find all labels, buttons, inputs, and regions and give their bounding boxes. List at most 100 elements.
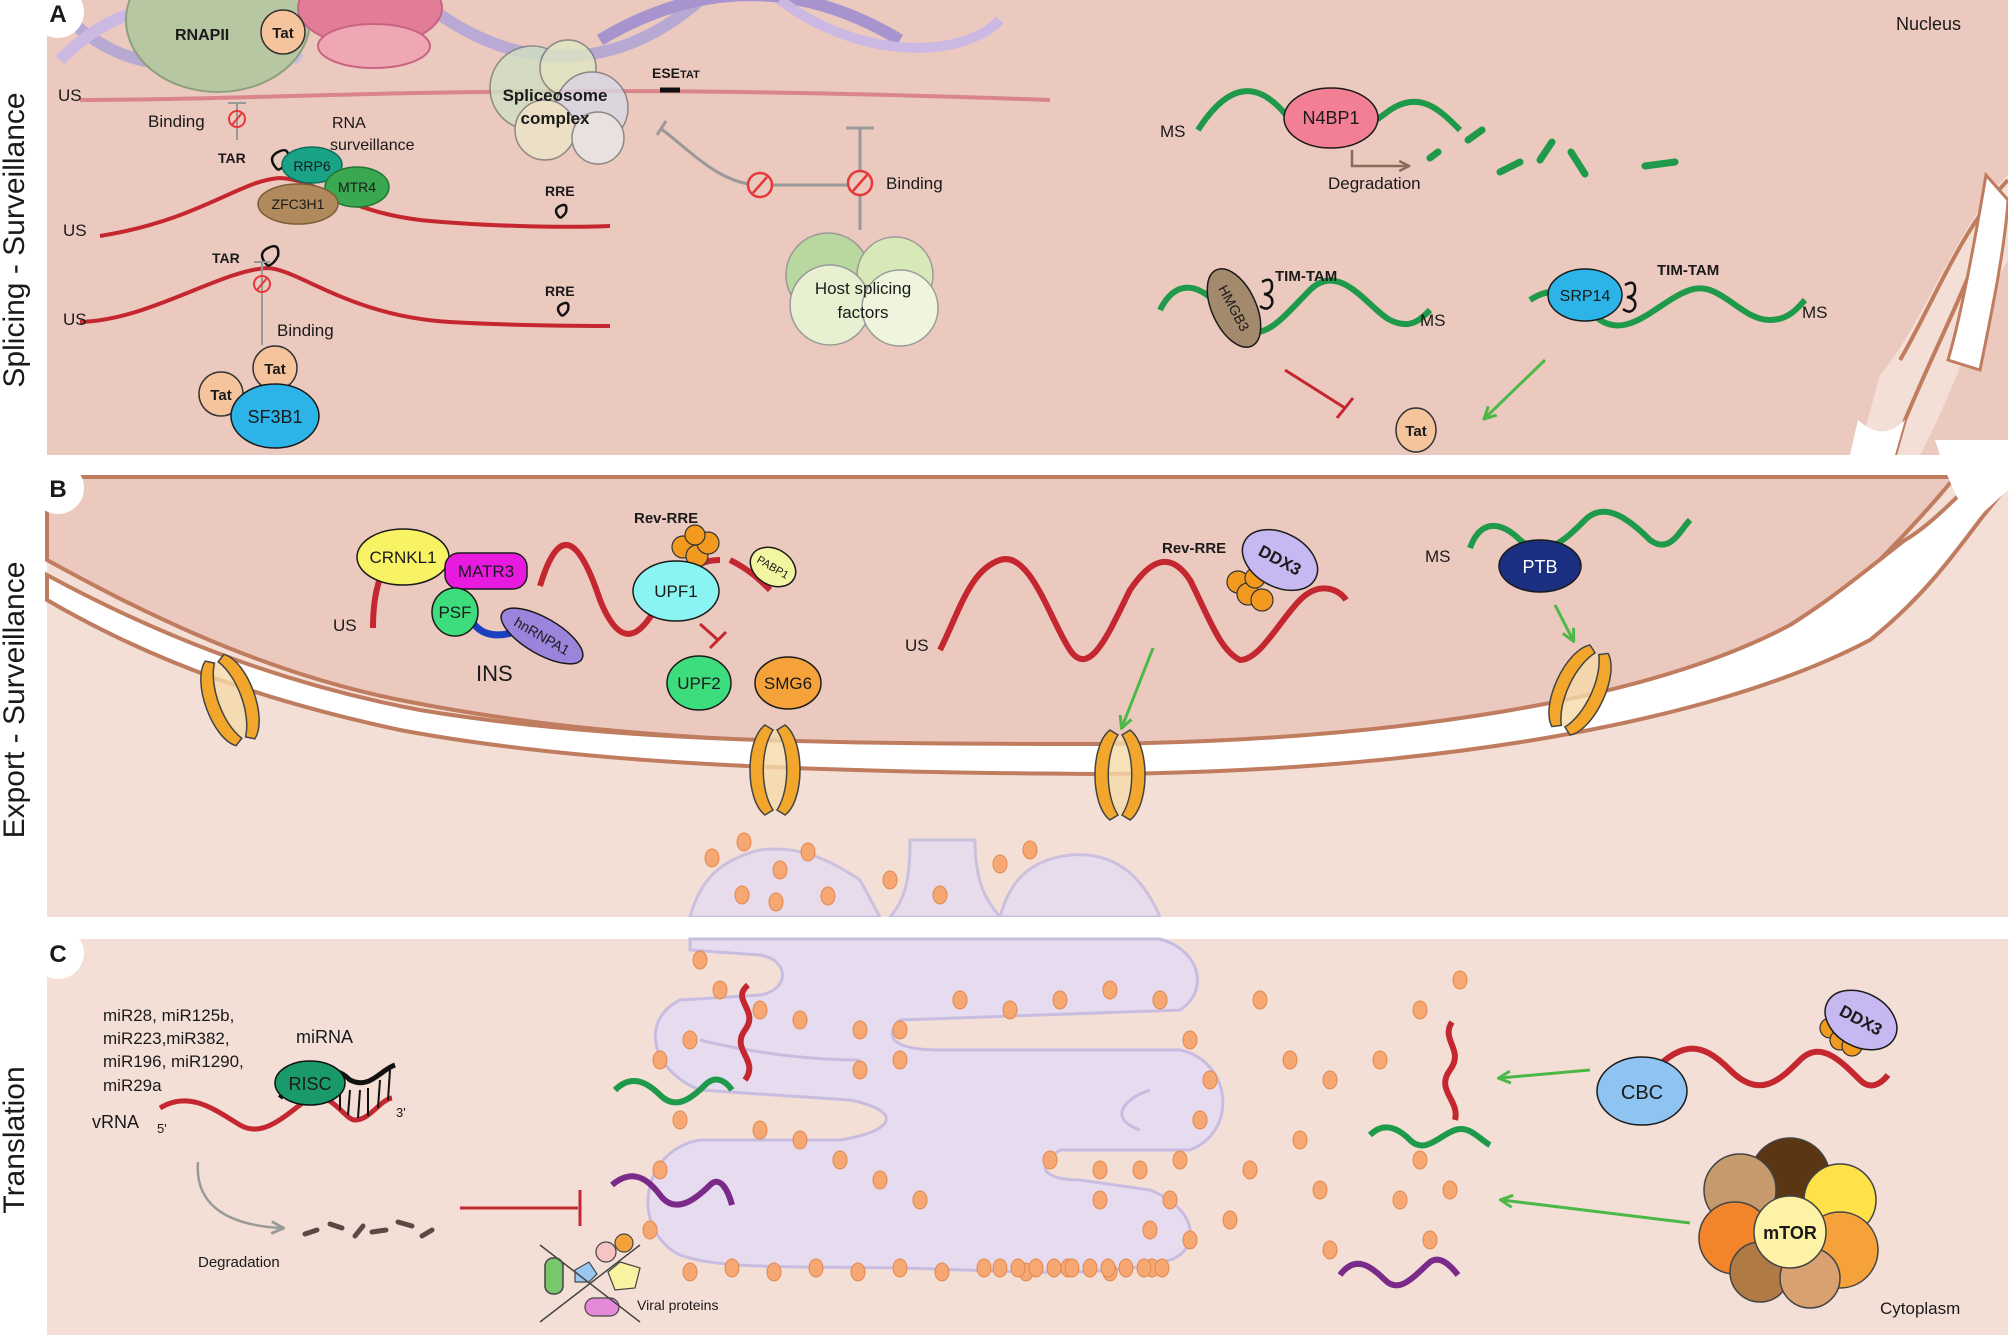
ribosome <box>1412 1150 1428 1170</box>
ribosome <box>1042 1150 1058 1170</box>
ribosome <box>1046 1258 1062 1278</box>
ribosome <box>892 1258 908 1278</box>
mir-list-4: miR29a <box>103 1076 162 1095</box>
five-prime-label: 5' <box>157 1121 167 1136</box>
degraded-rna-fragments <box>1426 126 1679 178</box>
ribosome <box>872 1170 888 1190</box>
ribosome <box>712 980 728 1000</box>
crnkl1-label: CRNKL1 <box>369 548 436 567</box>
degradation-label-a: Degradation <box>1328 174 1421 193</box>
ms-label-a3: MS <box>1802 303 1828 322</box>
ribosome <box>1322 1070 1338 1090</box>
ribosome <box>1172 1150 1188 1170</box>
ribosome <box>752 1000 768 1020</box>
us-rna-3 <box>79 265 611 328</box>
us-rna-b-ddx3 <box>937 556 1349 664</box>
ribosome <box>952 990 968 1010</box>
mtor-complex <box>1698 1137 1879 1309</box>
nucleus-label: Nucleus <box>1896 14 1961 34</box>
upf1-label: UPF1 <box>654 582 697 601</box>
host-factors-label-2: factors <box>837 303 888 322</box>
ribosome <box>766 1262 782 1282</box>
panel-a: RNAPII Tat US Binding RNA surveillance U… <box>45 0 2008 456</box>
ptb-label: PTB <box>1522 557 1557 577</box>
panel-letter-a: A <box>49 1 66 28</box>
us-label-3: US <box>63 310 87 329</box>
ribosome <box>1192 1110 1208 1130</box>
panel-c: CBC DDX3 mTOR Cytoplasm miR28, miR125b, … <box>47 937 2008 1335</box>
ribosome <box>642 1220 658 1240</box>
nuclear-pore <box>1548 644 1612 736</box>
nuclear-pore <box>1094 729 1146 821</box>
binding-label-3: Binding <box>886 174 943 193</box>
ribosome <box>1452 970 1468 990</box>
ribosome <box>652 1160 668 1180</box>
zfc3h1-label: ZFC3H1 <box>272 196 325 212</box>
ribosome <box>992 854 1008 874</box>
ribosome <box>682 1030 698 1050</box>
ribosome <box>1442 1180 1458 1200</box>
ribosome <box>792 1130 808 1150</box>
ribosome <box>734 885 750 905</box>
us-label-1: US <box>58 86 82 105</box>
side-labels: Splicing - Surveillance Export - Surveil… <box>0 92 31 1213</box>
side-label-b: Export - Surveillance <box>0 562 31 839</box>
ribosome <box>1152 990 1168 1010</box>
ribosome <box>1092 1160 1108 1180</box>
cytoplasm-edge-a <box>1858 175 2008 455</box>
ribosome <box>652 1050 668 1070</box>
timtam-label-1: TIM-TAM <box>1275 268 1337 285</box>
ribosomes-panel-c <box>642 950 1468 1282</box>
ribosome <box>1142 1220 1158 1240</box>
rna-surveillance-label-2: surveillance <box>330 137 415 154</box>
spliceosome-label-2: complex <box>521 109 591 128</box>
ribosome <box>1182 1230 1198 1250</box>
ribosome <box>672 1110 688 1130</box>
ribosome <box>1282 1050 1298 1070</box>
binding-label-1: Binding <box>148 112 205 131</box>
nuclear-pores <box>200 644 1612 821</box>
ribosome <box>736 832 752 852</box>
risc-label: RISC <box>288 1074 331 1094</box>
ribosome <box>1202 1070 1218 1090</box>
vrna-label: vRNA <box>92 1112 139 1132</box>
binding-label-2: Binding <box>277 321 334 340</box>
rev-rre-label-2: Rev-RRE <box>1162 540 1226 557</box>
tat-label-top: Tat <box>272 25 293 42</box>
ribosome <box>1154 1258 1170 1278</box>
ribosome <box>892 1050 908 1070</box>
nucleus-background-a <box>47 0 2008 455</box>
ribosome <box>1082 1258 1098 1278</box>
n4bp1-label: N4BP1 <box>1302 108 1359 128</box>
panel-b: US CRNKL1 MATR3 PSF hnRNPA1 INS Rev-RRE … <box>45 440 2008 919</box>
ribosome <box>1136 1258 1152 1278</box>
host-splicing-factors <box>785 232 939 347</box>
ribosome <box>1322 1240 1338 1260</box>
ms-label-a2: MS <box>1420 311 1446 330</box>
host-factors-label-1: Host splicing <box>815 279 911 298</box>
psf-label: PSF <box>438 603 471 622</box>
tat-label-a2: Tat <box>264 361 285 378</box>
rev-rre-label-1: Rev-RRE <box>634 510 698 527</box>
ribosome <box>1222 1210 1238 1230</box>
cytoplasm-label: Cytoplasm <box>1880 1299 1960 1318</box>
spliceosome-label-1: Spliceosome <box>503 86 608 105</box>
tar-label-2: TAR <box>212 250 240 266</box>
ribosome <box>682 1262 698 1282</box>
ese-label: ESETAT <box>652 65 700 81</box>
ms-label-b: MS <box>1425 547 1451 566</box>
side-label-a: Splicing - Surveillance <box>0 92 31 387</box>
vrna-cbc <box>1642 1045 1891 1089</box>
ribosome <box>1242 1160 1258 1180</box>
nuclear-pore <box>749 724 801 816</box>
panel-letters: A B C <box>32 0 84 979</box>
us-label-2: US <box>63 221 87 240</box>
ribosome <box>832 1150 848 1170</box>
ribosomes-panel-b <box>704 832 1038 912</box>
ms-label-a1: MS <box>1160 122 1186 141</box>
mir-list-1: miR28, miR125b, <box>103 1006 234 1025</box>
nuclear-pore <box>200 653 260 747</box>
timtam-label-2: TIM-TAM <box>1657 262 1719 279</box>
ribosome <box>820 886 836 906</box>
